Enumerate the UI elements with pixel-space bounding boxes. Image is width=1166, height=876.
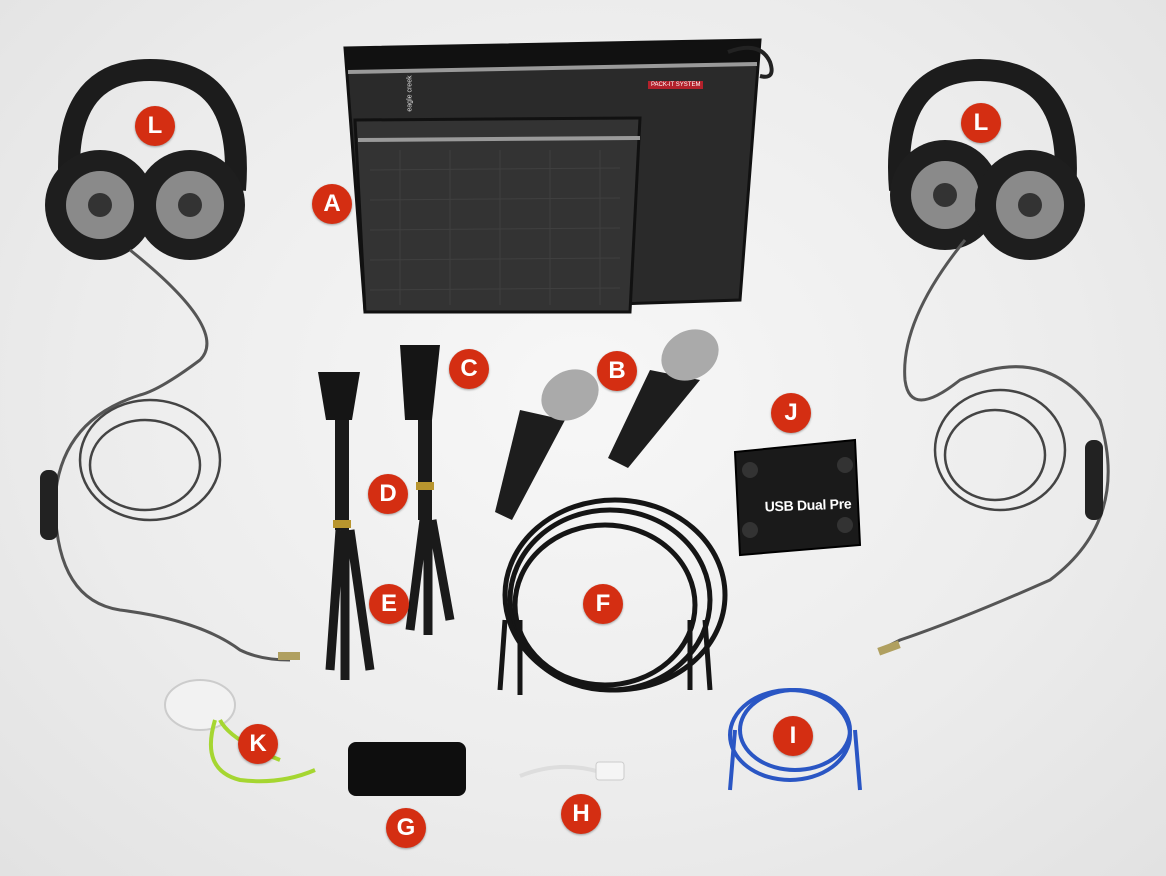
mesh-bags (343, 38, 774, 314)
badge-K: K (238, 724, 278, 764)
xlr-cables (497, 497, 728, 695)
badge-L-left: L (135, 106, 175, 146)
badge-E: E (369, 584, 409, 624)
smartphone (348, 742, 466, 796)
interface-model-text: USB Dual Pre (764, 495, 852, 515)
mic-stands (318, 345, 455, 680)
badge-L-right: L (961, 103, 1001, 143)
usb-interface (733, 438, 862, 557)
headphone-splitter (164, 679, 316, 784)
badge-C: C (449, 349, 489, 389)
lightning-adapter (519, 761, 625, 781)
badge-F: F (583, 584, 623, 624)
left-headphones (40, 58, 300, 662)
badge-I: I (773, 716, 813, 756)
badge-H: H (561, 794, 601, 834)
microphones (495, 329, 719, 520)
right-headphones (877, 58, 1110, 656)
badge-G: G (386, 808, 426, 848)
badge-D: D (368, 474, 408, 514)
bag-tag-text: PACK-IT SYSTEM (648, 81, 704, 89)
badge-A: A (312, 184, 352, 224)
badge-B: B (597, 351, 637, 391)
usb-cable (728, 688, 862, 791)
badge-J: J (771, 393, 811, 433)
bag-brand-text: eagle creek (406, 75, 414, 112)
